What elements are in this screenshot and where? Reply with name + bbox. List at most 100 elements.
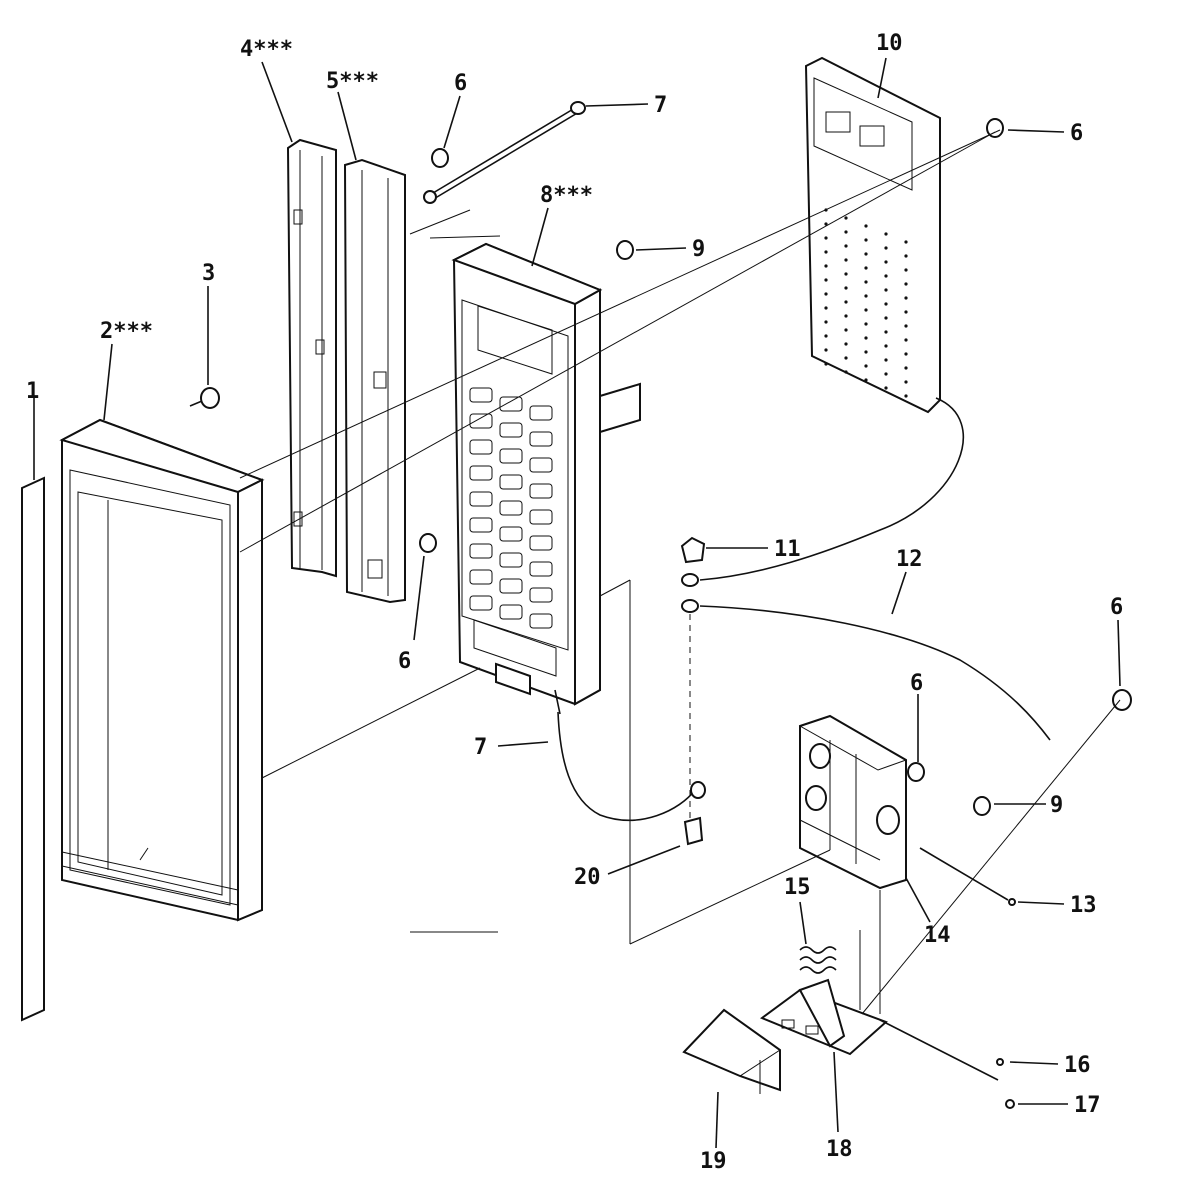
assembly-guide-lines: [239, 129, 1121, 1015]
board-component: [884, 246, 888, 250]
keypad-key: [529, 431, 553, 447]
board-component: [904, 282, 908, 286]
board-component: [864, 350, 868, 354]
keypad-key: [529, 405, 553, 421]
part-5-mounting-bracket: [343, 158, 406, 604]
keypad-key: [469, 569, 493, 585]
board-component: [884, 316, 888, 320]
keypad-key: [529, 483, 553, 499]
board-component: [844, 342, 848, 346]
callout-6-top: 6: [454, 71, 467, 96]
board-component: [824, 320, 828, 324]
part-4-latch-rail: [286, 138, 337, 578]
callout-2: 2***: [100, 319, 153, 344]
board-component: [904, 254, 908, 258]
board-component: [824, 250, 828, 254]
callout-1: 1: [26, 379, 39, 404]
keypad-key: [529, 535, 553, 551]
part-15-spring: [799, 946, 837, 974]
callout-7-top: 7: [654, 93, 667, 118]
keypad-key: [529, 457, 553, 473]
callout-15: 15: [784, 875, 811, 900]
keypad-key: [469, 517, 493, 533]
board-component: [884, 232, 888, 236]
keypad-key: [499, 552, 523, 568]
keypad-key: [499, 604, 523, 620]
board-component: [864, 280, 868, 284]
board-component: [824, 334, 828, 338]
board-component: [904, 268, 908, 272]
keypad-key: [499, 500, 523, 516]
callout-3: 3: [202, 261, 215, 286]
board-component: [824, 236, 828, 240]
callout-16: 16: [1064, 1053, 1091, 1078]
part-9-screws: [616, 240, 991, 816]
board-component: [824, 222, 828, 226]
callout-7-bottom: 7: [474, 735, 487, 760]
board-component: [824, 348, 828, 352]
board-component: [884, 302, 888, 306]
keypad-key: [529, 587, 553, 603]
board-component: [844, 370, 848, 374]
part-20-ground-screw: [683, 816, 704, 846]
board-component: [864, 294, 868, 298]
keypad-key: [499, 396, 523, 412]
keypad-key: [529, 561, 553, 577]
board-component: [844, 286, 848, 290]
board-component: [904, 240, 908, 244]
keypad-key: [469, 595, 493, 611]
board-component: [844, 216, 848, 220]
part-2-front-frame: [59, 418, 265, 922]
part-1-glass-strip: [21, 476, 45, 1022]
callout-9-top: 9: [692, 237, 705, 262]
callout-17: 17: [1074, 1093, 1101, 1118]
board-component: [824, 264, 828, 268]
keypad-key: [499, 526, 523, 542]
callout-5: 5***: [326, 69, 379, 94]
board-component: [824, 292, 828, 296]
part-11-connector: [680, 536, 706, 587]
board-component: [884, 372, 888, 376]
board-component: [864, 308, 868, 312]
board-component: [904, 324, 908, 328]
board-component: [884, 274, 888, 278]
board-component: [904, 380, 908, 384]
wire-harness: [554, 397, 1051, 821]
callout-6-bracket: 6: [398, 649, 411, 674]
keypad-key: [529, 613, 553, 629]
board-component: [864, 224, 868, 228]
keypad-key: [499, 474, 523, 490]
board-component: [904, 366, 908, 370]
part-7-sensor-wire: [423, 101, 586, 204]
keypad-key: [469, 491, 493, 507]
board-component: [844, 258, 848, 262]
callout-6-board: 6: [1070, 121, 1083, 146]
callout-10: 10: [876, 31, 903, 56]
part-10-circuit-board: [804, 56, 941, 414]
callout-14: 14: [924, 923, 951, 948]
part-14-switch-bracket: [798, 714, 908, 890]
board-component: [864, 252, 868, 256]
keypad-key: [469, 465, 493, 481]
board-component: [844, 356, 848, 360]
callout-8: 8***: [540, 183, 593, 208]
board-component: [904, 310, 908, 314]
keypad-key: [499, 422, 523, 438]
board-component: [824, 306, 828, 310]
callout-13: 13: [1070, 893, 1097, 918]
board-component: [904, 394, 908, 398]
leader-arrows: [33, 57, 1121, 1149]
board-component: [844, 230, 848, 234]
callout-18: 18: [826, 1137, 853, 1162]
part-8-control-keypad: [451, 242, 641, 706]
callout-12: 12: [896, 547, 923, 572]
board-component: [904, 296, 908, 300]
keypad-key: [469, 413, 493, 429]
part-13-cable: [919, 847, 1016, 906]
board-component: [884, 386, 888, 390]
board-component: [844, 300, 848, 304]
board-component: [824, 362, 828, 366]
callout-6-right: 6: [1110, 595, 1123, 620]
board-component: [844, 272, 848, 276]
